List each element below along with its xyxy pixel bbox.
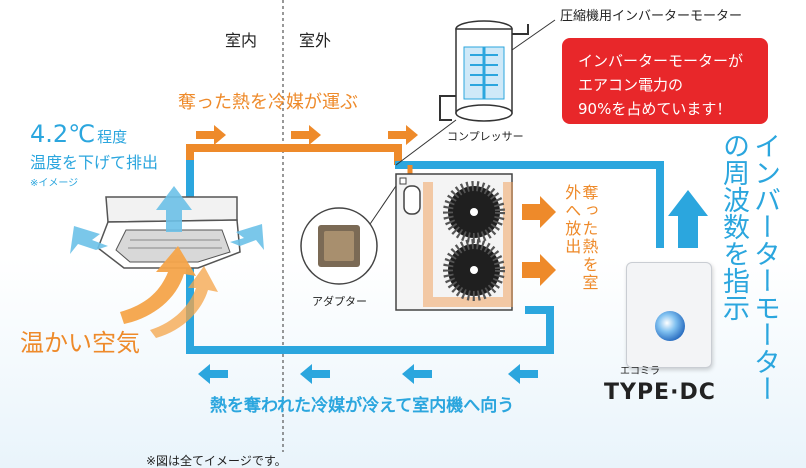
heat-release-arrows [522, 196, 556, 286]
callout-line-2: エアコン電力の [578, 76, 684, 94]
footnote: ※図は全てイメージです。 [146, 454, 287, 468]
hot-arrow-3 [388, 125, 418, 145]
compressor-label: コンプレッサー [447, 130, 524, 143]
warm-air-arrow-1 [120, 246, 196, 324]
controller-logo-icon [655, 311, 685, 341]
compressor [395, 19, 556, 166]
cold-arrow-1 [198, 364, 228, 384]
motor-label: 圧縮機用インバーターモーター [560, 9, 743, 24]
adapter-label: アダプター [312, 295, 367, 308]
warm-air-arrow-2 [150, 266, 218, 338]
cool-air-up-arrow [156, 186, 192, 232]
release-arrow-1 [522, 196, 556, 228]
cold-arrow-4 [508, 364, 538, 384]
outdoor-unit [395, 173, 513, 311]
outdoor-label: 室外 [299, 31, 332, 50]
cold-pipe-right [395, 161, 664, 248]
temperature-description: 温度を下げて排出 [30, 153, 159, 172]
heat-carried-label: 奪った熱を冷媒が運ぶ [178, 92, 358, 113]
callout-line-3: 90%を占めています！ [578, 100, 732, 118]
ecomira-controller [626, 262, 712, 368]
vertical-title-block: インバーターモーターの周波数を指示 [718, 132, 782, 408]
hot-arrow-1 [196, 125, 226, 145]
vertical-title: インバーターモーターの周波数を指示 [718, 132, 781, 402]
indoor-label: 室内 [225, 31, 258, 50]
hot-arrow-2 [291, 125, 321, 145]
cold-flow-arrows [198, 364, 538, 384]
cool-air-arrows [70, 186, 264, 254]
temperature-value: 4.2℃ [30, 120, 96, 148]
cold-arrow-2 [300, 364, 330, 384]
cold-arrow-3 [402, 364, 432, 384]
image-note-small: ※イメージ [30, 178, 79, 189]
callout-line-1: インバーターモーターが [578, 52, 744, 70]
power-callout: インバーターモーターが エアコン電力の 90%を占めています！ [562, 38, 768, 124]
release-arrow-2 [522, 254, 556, 286]
product-small-label: エコミラ [620, 366, 660, 377]
temperature-suffix: 程度 [97, 128, 128, 146]
hot-flow-arrows [196, 125, 418, 145]
adapter [300, 179, 401, 285]
signal-up-arrow [668, 190, 708, 248]
product-name: TYPE·DC [604, 380, 716, 405]
indoor-unit [97, 196, 241, 269]
warm-air-label: 温かい空気 [20, 329, 140, 357]
cool-air-right-arrow [230, 224, 264, 250]
heat-release-label: 奪った熱を室外へ放出 [562, 184, 599, 292]
return-flow-label: 熱を奪われた冷媒が冷えて室内機へ向う [210, 396, 515, 416]
warm-air-arrows [120, 246, 218, 338]
heat-release-vertical: 奪った熱を室外へ放出 [562, 184, 607, 296]
hot-pipe-top [186, 144, 402, 165]
cool-air-left-arrow [70, 226, 108, 254]
